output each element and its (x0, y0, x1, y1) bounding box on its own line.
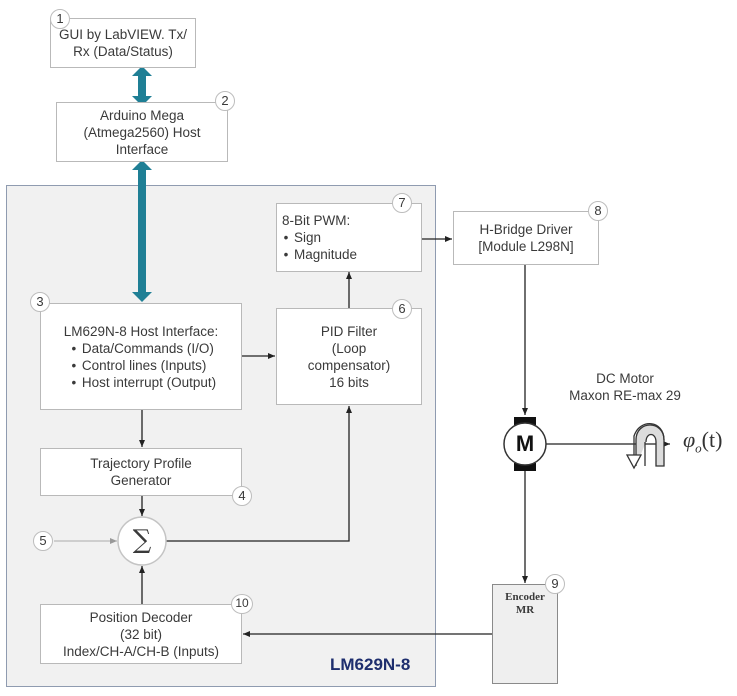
block-text: Generator (110, 473, 172, 488)
bullet-item: Control lines (Inputs) (66, 357, 216, 374)
block-text: H-Bridge Driver (479, 222, 573, 237)
block-text: Position Decoder (89, 609, 193, 625)
bus-arrow-gui-arduino (132, 66, 152, 106)
bullet-item: Host interrupt (Output) (66, 374, 216, 391)
block-encoder-mr: Encoder MR (492, 584, 558, 684)
block-trajectory-generator: Trajectory Profile Generator (40, 448, 242, 496)
block-text: Interface (115, 141, 169, 157)
bus-arrow-arduino-host (132, 160, 152, 302)
block-title: LM629N-8 Host Interface: (63, 323, 219, 339)
block-pid-filter: PID Filter (Loop compensator) 16 bits (276, 308, 422, 405)
badge-2: 2 (215, 91, 235, 111)
phi-argument: (t) (701, 427, 723, 452)
motor-label-line: Maxon RE-max 29 (569, 388, 681, 403)
badge-1: 1 (50, 9, 70, 29)
block-pwm: 8-Bit PWM: Sign Magnitude (276, 203, 422, 272)
motor-label-line: DC Motor (596, 371, 654, 386)
bullet-item: Data/Commands (I/O) (66, 340, 216, 357)
arrow-sum-to-pid (166, 406, 352, 542)
badge-4: 4 (232, 486, 252, 506)
block-text: Arduino Mega (99, 107, 185, 123)
output-angle-label: φo(t) (683, 427, 722, 456)
rotation-arrow-icon (625, 423, 665, 470)
block-text: (Atmega2560) Host (83, 124, 201, 140)
block-text: GUI by LabVIEW. Tx/ (58, 27, 188, 42)
block-arduino-mega: Arduino Mega (Atmega2560) Host Interface (56, 102, 228, 162)
phi-subscript: o (695, 440, 702, 456)
block-text: Trajectory Profile (90, 456, 192, 471)
summing-junction (117, 516, 167, 566)
motor-m-symbol: M (515, 431, 535, 456)
block-text: (Loop (331, 340, 367, 356)
block-position-decoder: Position Decoder (32 bit) Index/CH-A/CH-… (40, 604, 242, 664)
lm629n-8-label: LM629N-8 (330, 655, 411, 674)
block-text: Index/CH-A/CH-B (Inputs) (62, 643, 220, 659)
badge-9: 9 (545, 574, 565, 594)
block-host-interface: LM629N-8 Host Interface: Data/Commands (… (40, 303, 242, 410)
block-text: PID Filter (320, 323, 378, 339)
block-text: (32 bit) (119, 626, 163, 642)
sigma-symbol: ∑ (132, 525, 152, 555)
block-gui-labview: GUI by LabVIEW. Tx/ Rx (Data/Status) (50, 18, 196, 68)
block-text: MR (515, 604, 535, 616)
badge-7: 7 (392, 193, 412, 213)
block-hbridge-driver: H-Bridge Driver [Module L298N] (453, 211, 599, 265)
dc-motor-icon (503, 417, 547, 471)
block-text: Rx (Data/Status) (73, 44, 173, 59)
block-text: [Module L298N] (478, 239, 574, 254)
block-text: 16 bits (329, 374, 369, 390)
bullet-item: Sign (278, 229, 357, 246)
badge-5: 5 (33, 531, 53, 551)
block-text: compensator) (307, 357, 391, 373)
badge-8: 8 (588, 201, 608, 221)
badge-6: 6 (392, 299, 412, 319)
phi-symbol: φ (683, 427, 696, 452)
badge-3: 3 (30, 292, 50, 312)
dc-motor-label: DC Motor Maxon RE-max 29 (555, 370, 695, 404)
block-title: 8-Bit PWM: (282, 213, 351, 228)
bullet-item: Magnitude (278, 246, 357, 263)
block-text: Encoder (505, 591, 545, 603)
badge-10: 10 (231, 594, 253, 614)
